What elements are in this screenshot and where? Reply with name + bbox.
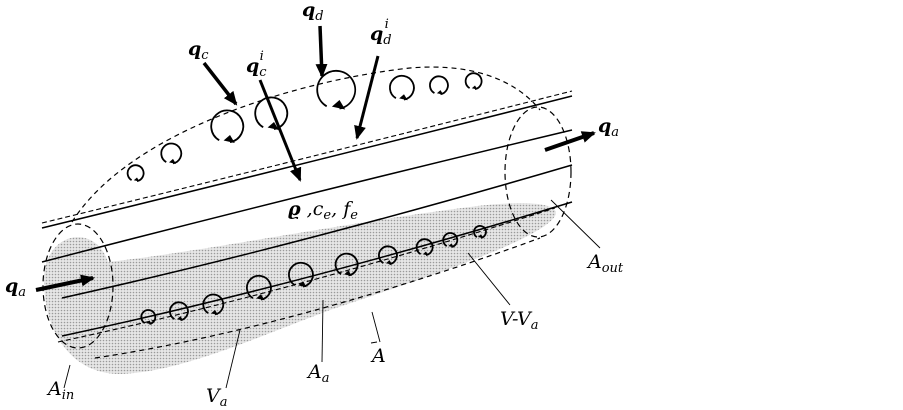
control-volume-boundary bbox=[71, 66, 541, 223]
vortex-arrowhead-icon bbox=[436, 90, 444, 95]
vortex-arrowhead-icon bbox=[176, 316, 184, 321]
label-V-minus-V-a: V-Va bbox=[500, 308, 539, 333]
vortex-arrowhead-icon bbox=[256, 294, 265, 301]
vortex-icon bbox=[442, 232, 459, 248]
vortex-icon bbox=[160, 142, 183, 165]
vortex-arrowhead-icon bbox=[223, 134, 235, 143]
vortex-arrowhead-icon bbox=[298, 281, 307, 288]
vortex-icon bbox=[246, 274, 272, 301]
label-q-d: qd bbox=[302, 0, 324, 24]
q-a-out-arrow bbox=[544, 131, 596, 152]
vortex-arrowhead-icon bbox=[399, 94, 408, 101]
inlet-cross-section bbox=[42, 223, 114, 349]
vortex-icon bbox=[473, 225, 487, 239]
vortex-arrowhead-icon bbox=[477, 234, 484, 239]
label-A-a: Aa bbox=[306, 361, 330, 386]
q-a-in-arrow bbox=[35, 274, 95, 292]
vortices bbox=[126, 69, 487, 325]
vortex-icon bbox=[210, 109, 245, 144]
tube-streamlines bbox=[41, 90, 573, 343]
vortex-icon bbox=[316, 69, 357, 110]
vortex-arrowhead-icon bbox=[133, 177, 140, 182]
q-c-i-arrow bbox=[258, 79, 302, 182]
vortex-arrowhead-icon bbox=[448, 243, 454, 248]
label-q-d-i: qdi bbox=[370, 17, 392, 48]
label-A-in: Ain bbox=[46, 378, 74, 403]
vortex-arrowhead-icon bbox=[344, 270, 352, 277]
shaded-volume-region bbox=[44, 203, 556, 374]
leader-lines bbox=[63, 199, 601, 389]
vortex-icon bbox=[464, 72, 483, 90]
q-d-i-arrow bbox=[354, 55, 380, 140]
vortex-arrowhead-icon bbox=[471, 85, 478, 90]
vortex-arrowhead-icon bbox=[422, 251, 429, 256]
label-A: A bbox=[370, 345, 386, 367]
vortex-icon bbox=[334, 252, 359, 277]
lower-boundary-dashed bbox=[94, 237, 541, 359]
vortex-arrowhead-icon bbox=[385, 260, 393, 265]
vortex-arrowhead-icon bbox=[146, 320, 152, 325]
vortex-icon bbox=[415, 238, 434, 256]
vortex-icon bbox=[202, 293, 225, 316]
label-properties: ϱ ,ce, fe bbox=[288, 198, 358, 223]
vortex-icon bbox=[378, 245, 398, 266]
q-c-arrow bbox=[202, 61, 238, 106]
label-q-c: qc bbox=[188, 38, 209, 63]
vortex-icon bbox=[169, 301, 189, 322]
label-q-a-in: qa bbox=[5, 275, 26, 300]
flux-arrows bbox=[35, 25, 596, 292]
vortex-arrowhead-icon bbox=[169, 158, 176, 164]
label-q-c-i: qci bbox=[246, 49, 267, 80]
outlet-cross-section bbox=[504, 106, 572, 238]
vortex-icon bbox=[126, 164, 145, 182]
vortex-icon bbox=[254, 96, 289, 131]
vortex-icon bbox=[429, 75, 449, 96]
vortex-icon bbox=[288, 261, 314, 288]
vortex-arrowhead-icon bbox=[211, 309, 218, 315]
vortex-arrowhead-icon bbox=[331, 99, 346, 110]
vortex-icon bbox=[140, 309, 157, 325]
vortex-arrowhead-icon bbox=[267, 121, 279, 130]
label-V-a: Va bbox=[206, 385, 228, 410]
label-A-out: Aout bbox=[586, 251, 624, 276]
q-d-arrow bbox=[315, 25, 328, 78]
vortex-icon bbox=[389, 74, 415, 101]
label-q-a-out: qa bbox=[598, 115, 619, 140]
